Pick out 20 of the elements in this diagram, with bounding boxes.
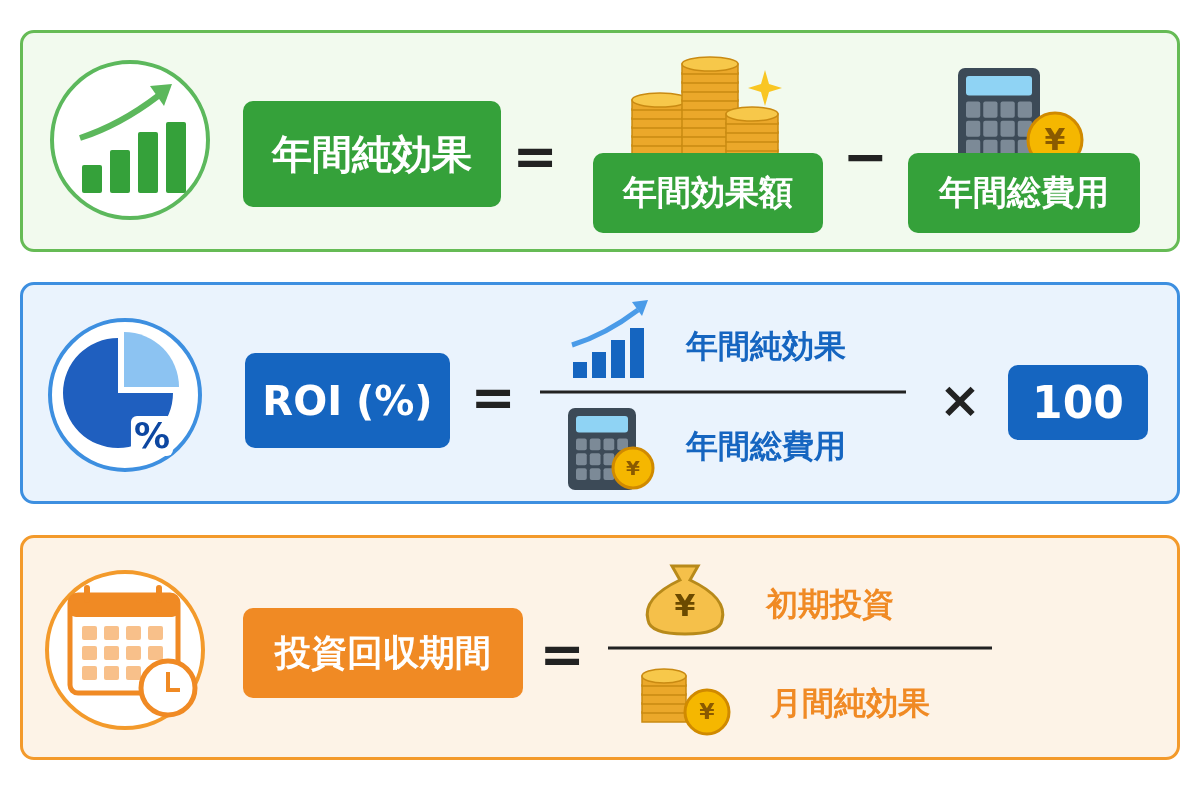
term-box: 年間総費用 — [908, 153, 1140, 233]
equals-sign: = — [470, 371, 516, 425]
term-box: 100 — [1008, 365, 1148, 440]
equals-sign: = — [539, 628, 585, 682]
term-box: 年間効果額 — [593, 153, 823, 233]
yen-sign: ¥ — [699, 701, 715, 723]
numerator-text: 初期投資 — [766, 588, 894, 620]
denominator-text: 年間総費用 — [686, 430, 846, 462]
minus-sign: − — [842, 130, 888, 184]
yen-sign: ¥ — [674, 591, 696, 621]
equals-sign: = — [512, 130, 558, 184]
term-box: 投資回収期間 — [243, 608, 523, 698]
percent-sign: % — [130, 416, 174, 456]
times-sign: × — [939, 375, 981, 425]
numerator-text: 年間純効果 — [686, 330, 846, 362]
term-box: ROI (%) — [245, 353, 450, 448]
denominator-text: 月間純効果 — [770, 687, 930, 719]
term-box: 年間純効果 — [243, 101, 501, 207]
yen-sign: ¥ — [1044, 125, 1066, 155]
yen-sign: ¥ — [626, 458, 640, 478]
